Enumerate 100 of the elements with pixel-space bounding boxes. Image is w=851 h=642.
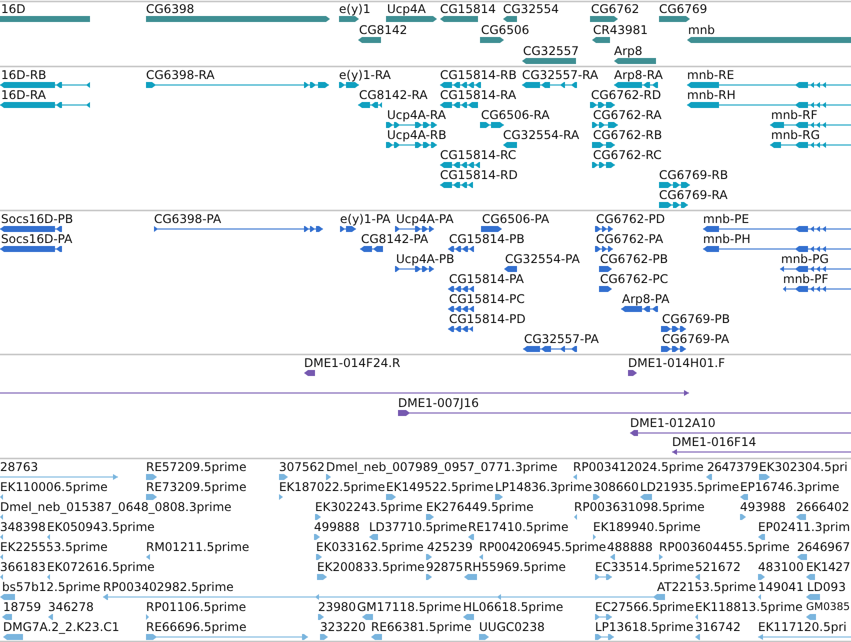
feature-label: mnb-PF (783, 272, 828, 286)
feature-label: LP14836.3prime (495, 480, 592, 494)
feature-label: EK225553.5prime (0, 540, 108, 554)
feature-label: 488888 (607, 540, 653, 554)
feature-label: mnb (688, 23, 715, 37)
feature-label: EP02411.3prim (758, 520, 850, 534)
feature-label: CG8142-PA (361, 232, 428, 246)
feature-label: EK033162.5prime (316, 540, 424, 554)
feature-label: CG8142-RA (359, 88, 428, 102)
feature-label: RE66381.5prime (371, 620, 472, 634)
feature-label: Socs16D-PA (1, 232, 72, 246)
feature-label: CG6762 (591, 2, 640, 16)
feature-label: CG32557-PA (524, 332, 599, 346)
feature-label: RM01211.5prime (146, 540, 250, 554)
feature-label: 18759 (3, 600, 42, 614)
feature-label: CG6398 (146, 2, 194, 16)
feature-label: CR43981 (593, 23, 648, 37)
feature-label: mnb-RH (687, 88, 736, 102)
feature-label: e(y)1-PA (340, 212, 390, 226)
feature-label: RE57209.5prime (146, 460, 246, 474)
feature-label: EK189940.5prime (593, 520, 701, 534)
feature-label: 346278 (48, 600, 94, 614)
feature-label: EK187022.5prime (279, 480, 386, 494)
feature-label: mnb-PE (703, 212, 750, 226)
feature-label: DME1-016F14 (672, 435, 756, 449)
feature-label: LP13618.5prime (595, 620, 694, 634)
feature-label: CG15814-RB (440, 68, 517, 82)
feature-label: DMG7A.2_2.K23.C1 (3, 620, 120, 634)
feature-label: DME1-014F24.R (304, 356, 400, 370)
feature-label: RP003412024.5prime (573, 460, 704, 474)
feature-label: RE17410.5prime (468, 520, 568, 534)
feature-label: CG32557 (523, 44, 579, 58)
feature-label: EC33514.5prime (595, 560, 694, 574)
feature-label: LD093 (807, 580, 846, 594)
feature-label: 323220 (320, 620, 366, 634)
feature-label: RH55969.5prime (464, 560, 566, 574)
feature-label: CG6398-RA (146, 68, 215, 82)
feature-label: CG6769-RA (659, 188, 728, 202)
feature-label: EK149522.5prime (386, 480, 494, 494)
feature-label: EK117120.5pri (758, 620, 847, 634)
feature-label: RE66696.5prime (146, 620, 246, 634)
feature-label: Arp8 (614, 44, 642, 58)
feature-label: EK050943.5prime (47, 520, 155, 534)
feature-label: CG6769-PB (662, 312, 730, 326)
feature-label: mnb-RE (687, 68, 734, 82)
feature-label: CG6506-PA (482, 212, 550, 226)
feature-label: 149041 (758, 580, 804, 594)
feature-label: 348398 (0, 520, 46, 534)
feature-label: 521672 (695, 560, 741, 574)
feature-label: mnb-RF (771, 108, 818, 122)
feature-label: CG15814-PB (449, 232, 525, 246)
feature-label: mnb-RG (771, 128, 820, 142)
feature-label: DME1-012A10 (630, 416, 716, 430)
feature-label: EK1427 (806, 560, 850, 574)
feature-label: CG32554-PA (505, 252, 580, 266)
feature-label: GM0385 (806, 600, 850, 614)
feature-label: CG6762-PD (596, 212, 666, 226)
feature-label: DME1-007J16 (398, 396, 479, 410)
feature-label: 425239 (427, 540, 473, 554)
feature-label: Ucp4A-PB (396, 252, 454, 266)
feature-label: GM17118.5prime (357, 600, 462, 614)
feature-label: CG15814-RC (440, 148, 516, 162)
feature-label: 23980 (318, 600, 356, 614)
feature-label: Ucp4A-RA (387, 108, 446, 122)
feature-label: Socs16D-PB (1, 212, 74, 226)
feature-label: CG6762-RD (591, 88, 662, 102)
feature-label: EK276449.5prime (426, 500, 534, 514)
feature-label: 307562 (279, 460, 325, 474)
feature-label: Dmel_neb_007989_0957_0771.3prime (326, 460, 558, 474)
feature-label: EK302304.5pri (759, 460, 848, 474)
feature-label: CG6769 (659, 2, 708, 16)
feature-label: CG6769-RB (659, 168, 728, 182)
feature-label: 28763 (0, 460, 38, 474)
feature-label: 493988 (740, 500, 786, 514)
feature-label: e(y)1 (339, 2, 370, 16)
feature-label: CG6398-PA (154, 212, 222, 226)
feature-label: 2647379 (707, 460, 758, 474)
feature-label: mnb-PG (781, 252, 829, 266)
feature-label: LD37710.5prime (369, 520, 467, 534)
feature-label: CG6762-RC (593, 148, 662, 162)
feature-label: CG15814-RA (440, 88, 516, 102)
feature-label: RP003631098.5prime (574, 500, 705, 514)
feature-label: EP16746.3prime (740, 480, 840, 494)
feature-label: CG8142 (359, 23, 408, 37)
feature-label: CG32554 (503, 2, 559, 16)
feature-label: Arp8-RA (614, 68, 663, 82)
feature-label: RE73209.5prime (146, 480, 246, 494)
feature-label: CG15814-PA (449, 272, 524, 286)
feature-label: 316742 (695, 620, 741, 634)
feature-label: CG6769-PA (662, 332, 730, 346)
feature-label: RP003402982.5prime (103, 580, 234, 594)
feature-label: AT22153.5prime (657, 580, 756, 594)
feature-label: RP004206945.5prime (479, 540, 606, 554)
feature-label: Ucp4A-PA (396, 212, 454, 226)
feature-label: 483100 (758, 560, 804, 574)
feature-label: EK072616.5prime (47, 560, 155, 574)
feature-label: 2666402 (796, 500, 850, 514)
feature-label: CG6506 (481, 23, 530, 37)
feature-label: CG6762-RB (593, 128, 662, 142)
feature-label: CG6762-PC (600, 272, 668, 286)
